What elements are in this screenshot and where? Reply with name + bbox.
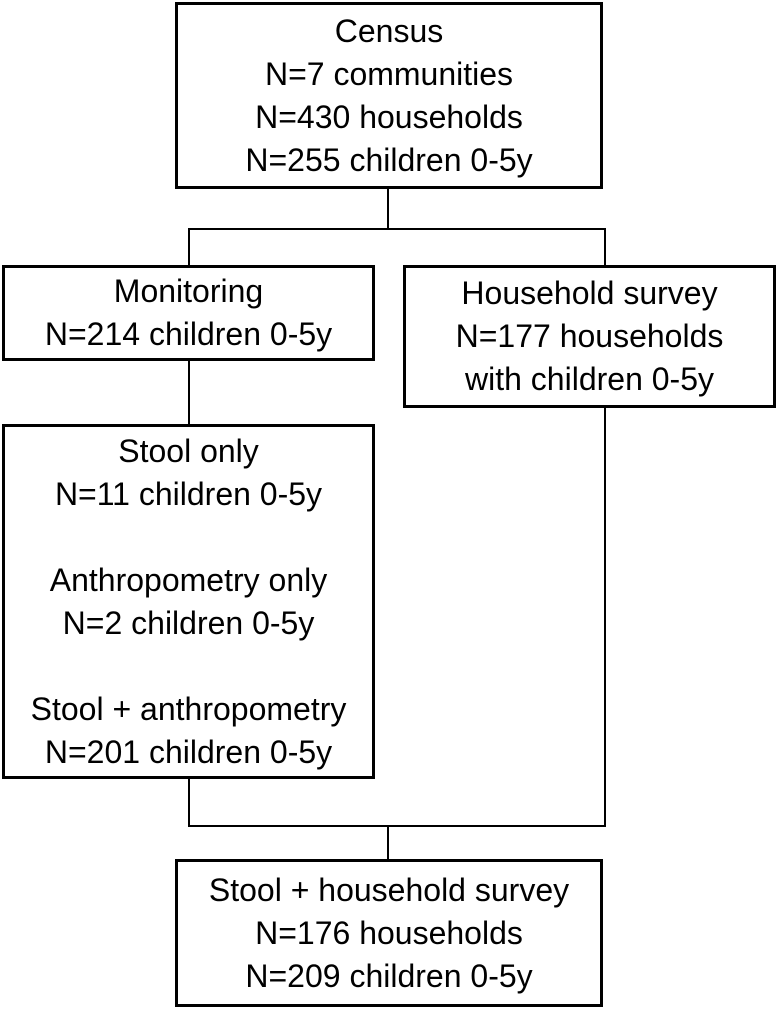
census-box: Census N=7 communities N=430 households … <box>175 2 603 189</box>
survey-households: N=177 households <box>455 318 724 354</box>
connector-to-monitoring <box>188 228 190 265</box>
census-households: N=430 households <box>255 98 523 135</box>
final-children: N=209 children 0-5y <box>245 957 533 994</box>
survey-qualifier: with children 0-5y <box>465 361 714 397</box>
final-title: Stool + household survey <box>208 871 570 908</box>
final-households: N=176 households <box>255 914 523 951</box>
connector-census-down <box>387 189 389 229</box>
stool-anthro-children: N=201 children 0-5y <box>44 733 333 770</box>
monitoring-children: N=214 children 0-5y <box>44 316 333 352</box>
census-title: Census <box>334 12 444 49</box>
monitoring-box: Monitoring N=214 children 0-5y <box>2 265 375 361</box>
survey-title: Household survey <box>461 275 718 311</box>
connector-breakdown-down <box>188 779 190 826</box>
census-communities: N=7 communities <box>264 55 514 92</box>
connector-survey-down <box>604 408 606 826</box>
stool-only-children: N=11 children 0-5y <box>54 475 323 512</box>
census-children: N=255 children 0-5y <box>245 141 533 178</box>
final-box: Stool + household survey N=176 household… <box>175 859 603 1007</box>
household-survey-box: Household survey N=177 households with c… <box>403 265 776 408</box>
connector-to-final <box>387 825 389 859</box>
stool-only-title: Stool only <box>118 432 259 469</box>
monitoring-title: Monitoring <box>113 273 264 309</box>
anthro-only-title: Anthropometry only <box>49 561 328 598</box>
connector-to-survey <box>604 228 606 265</box>
anthro-only-children: N=2 children 0-5y <box>62 604 315 641</box>
connector-census-split <box>188 228 606 230</box>
stool-anthro-title: Stool + anthropometry <box>30 690 347 727</box>
connector-merge <box>188 825 606 827</box>
connector-monitoring-to-breakdown <box>188 361 190 424</box>
monitoring-breakdown-box: Stool only N=11 children 0-5y Anthropome… <box>2 424 375 779</box>
